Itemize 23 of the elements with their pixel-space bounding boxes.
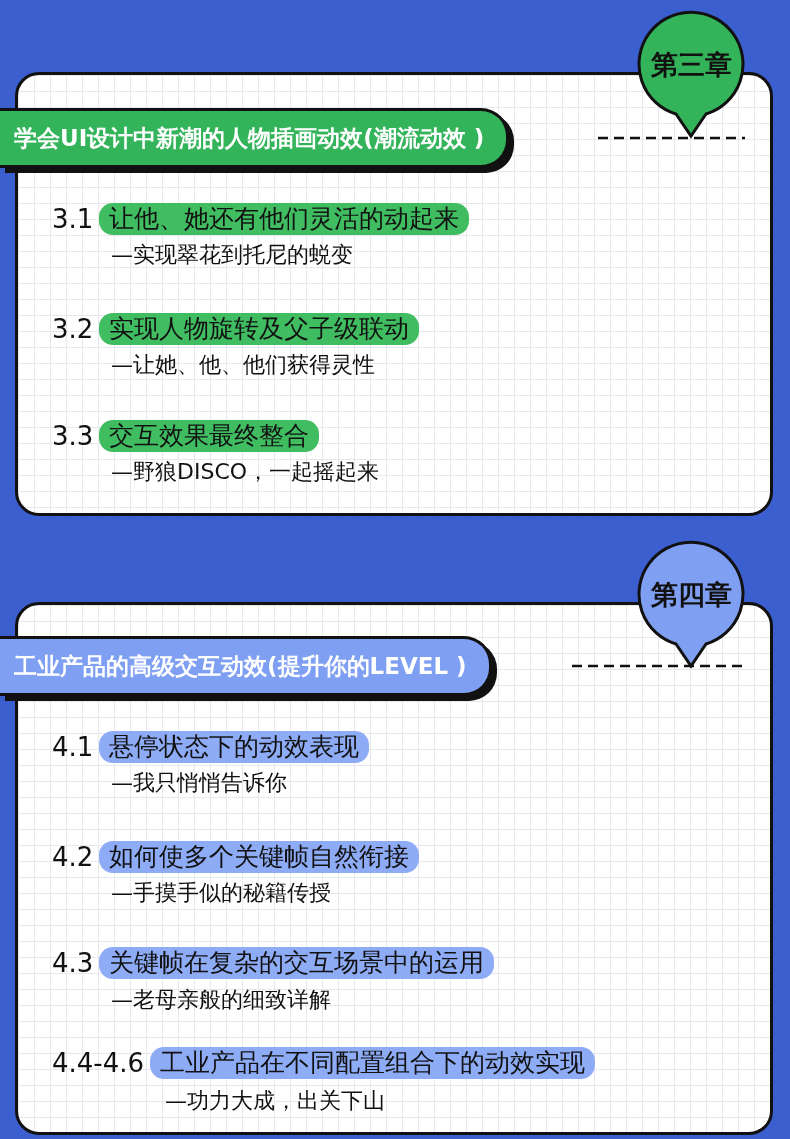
section-number: 4.1	[52, 732, 94, 762]
section-subtitle: —让她、他、他们获得灵性	[111, 351, 375, 379]
section-title: 悬停状态下的动效表现	[99, 731, 370, 763]
section-subtitle: —野狼DISCO，一起摇起来	[111, 458, 380, 486]
section-number: 3.3	[52, 421, 94, 451]
chapter-label: 第三章	[649, 48, 733, 82]
section-title: 实现人物旋转及父子级联动	[99, 313, 420, 345]
section-subtitle: —手摸手似的秘籍传授	[111, 879, 331, 907]
section-subtitle: —实现翠花到托尼的蜕变	[111, 241, 353, 269]
section-subtitle: —我只悄悄告诉你	[111, 769, 287, 797]
section-number: 4.3	[52, 948, 94, 978]
section-title: 如何使多个关键帧自然衔接	[99, 841, 420, 873]
section-number: 3.2	[52, 314, 94, 344]
section-title: 让他、她还有他们灵活的动起来	[99, 203, 470, 235]
section-number: 4.4-4.6	[52, 1048, 145, 1078]
section-number: 3.1	[52, 204, 94, 234]
section-number: 4.2	[52, 842, 94, 872]
section-title: 关键帧在复杂的交互场景中的运用	[99, 947, 495, 979]
section-subtitle: —功力大成，出关下山	[165, 1087, 385, 1115]
chapter-label: 第四章	[649, 578, 733, 612]
section-subtitle: —老母亲般的细致详解	[111, 986, 331, 1014]
section-title: 工业产品在不同配置组合下的动效实现	[150, 1047, 596, 1079]
section-title: 交互效果最终整合	[99, 420, 320, 452]
